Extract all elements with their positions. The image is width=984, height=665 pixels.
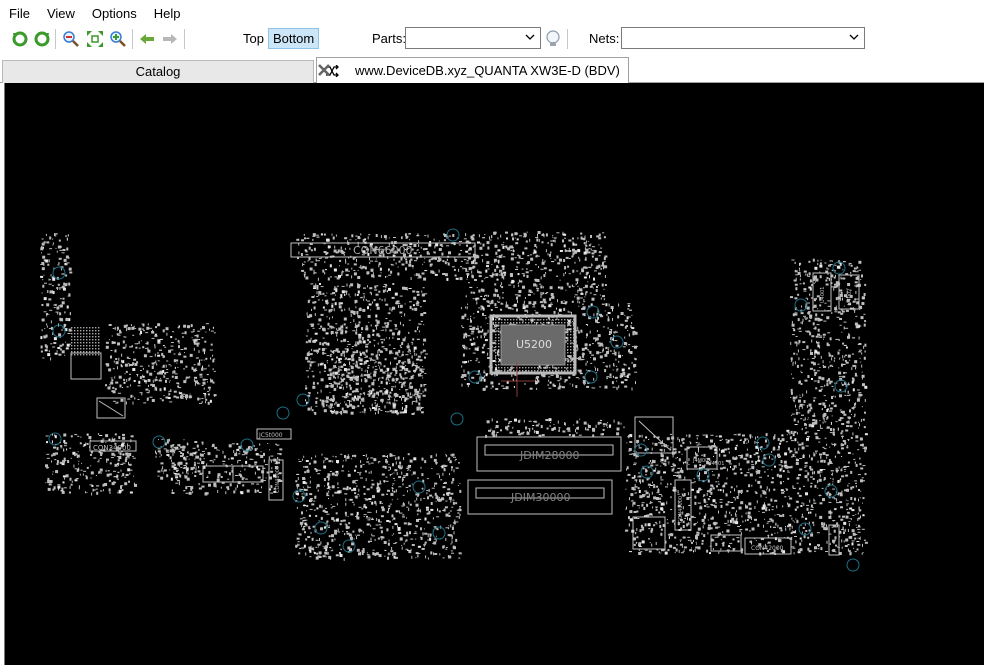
chevron-down-icon (849, 34, 859, 40)
chip-label-3: U4301 (708, 461, 724, 467)
jdim30000-outline (467, 479, 613, 515)
menu-help[interactable]: Help (153, 5, 181, 21)
chevron-down-icon (525, 34, 535, 40)
chip-label-1: U4001 (820, 287, 826, 303)
tab-strip: Catalog www.DeviceDB.xyz_QUANTA XW3E-D (… (0, 51, 984, 83)
rotate-right-icon[interactable] (33, 30, 51, 48)
via-holes (48, 228, 860, 572)
jdim28000-outline (476, 436, 622, 472)
u5200-outline (489, 314, 577, 375)
con66000-outline (290, 242, 476, 258)
tab-board-label: www.DeviceDB.xyz_QUANTA XW3E-D (BDV) (355, 63, 620, 78)
menu-view[interactable]: View (46, 5, 75, 21)
parts-label: Parts: (372, 31, 406, 46)
zoom-out-icon[interactable] (62, 30, 80, 48)
tab-board-file[interactable]: www.DeviceDB.xyz_QUANTA XW3E-D (BDV) (316, 57, 629, 83)
board-drawing[interactable]: CON66000 U5200 JDIM28000 JDIM30000 CON34… (5, 83, 984, 665)
component-pads (40, 231, 868, 561)
board-viewer[interactable]: CON66000 U5200 JDIM28000 JDIM30000 CON34… (4, 83, 984, 665)
forward-arrow-icon[interactable] (161, 30, 179, 48)
tab-catalog[interactable]: Catalog (2, 60, 314, 83)
con42000-label: CON42000 (751, 545, 784, 552)
con66000-label: CON66000 (353, 244, 413, 257)
back-arrow-icon[interactable] (138, 30, 156, 48)
menu-file[interactable]: File (9, 5, 30, 21)
u5200-label: U5200 (516, 338, 552, 351)
zoom-in-icon[interactable] (109, 30, 127, 48)
con34000-label: CON34000 (93, 444, 131, 452)
con48000-label: CON48000 (275, 466, 281, 493)
component-outlines (70, 242, 860, 556)
tab-catalog-label: Catalog (135, 64, 181, 79)
fit-to-screen-icon[interactable] (86, 30, 104, 48)
nets-dropdown[interactable] (621, 27, 865, 49)
jdim28000-label: JDIM28000 (519, 449, 579, 462)
lightbulb-icon[interactable] (544, 29, 562, 49)
close-icon[interactable] (317, 63, 331, 77)
menu-options[interactable]: Options (91, 5, 137, 21)
top-side-toggle[interactable]: Top (243, 31, 264, 46)
con40000-label: CON40000 (678, 496, 684, 523)
board-labels: CON66000 U5200 JDIM28000 JDIM30000 CON34… (93, 244, 853, 552)
menu-bar: File View Options Help (0, 0, 984, 26)
rotate-left-icon[interactable] (11, 30, 29, 48)
toolbar: Top Bottom Parts: Nets: (0, 26, 984, 51)
u5200-die (500, 324, 566, 366)
jc-label: JC5t000 (258, 432, 283, 439)
nets-label: Nets: (589, 31, 620, 46)
chip-label-2: U4002 (847, 289, 853, 305)
bottom-side-toggle[interactable]: Bottom (268, 28, 320, 49)
swap-icon[interactable] (325, 65, 339, 77)
jdim30000-label: JDIM30000 (510, 491, 570, 504)
parts-dropdown[interactable] (405, 27, 541, 49)
j2-label: J4M00 (692, 458, 708, 464)
